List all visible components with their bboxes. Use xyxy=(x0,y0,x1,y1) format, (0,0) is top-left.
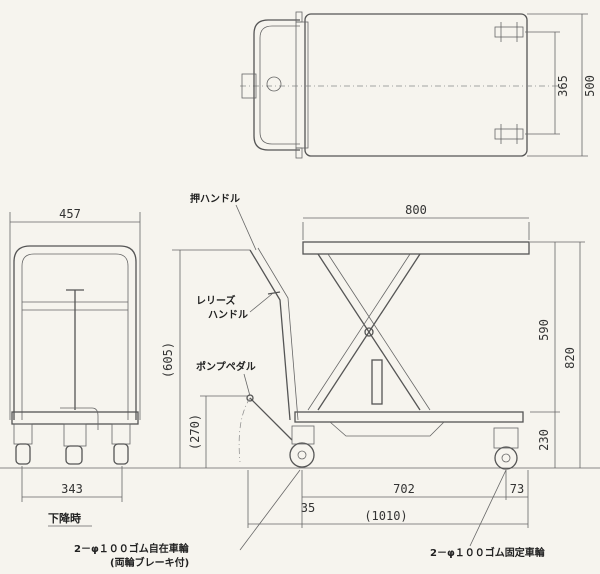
front-caster-mid xyxy=(63,423,87,465)
side-front-wheel xyxy=(289,442,315,468)
dim-35: 35 xyxy=(301,501,315,515)
dim-1010: (1010) xyxy=(364,509,407,523)
top-pedal xyxy=(241,73,257,99)
side-pump-pedal xyxy=(249,397,293,441)
dim-457: 457 xyxy=(59,207,81,221)
side-base-frame xyxy=(294,411,524,423)
top-caster-back xyxy=(295,147,303,159)
top-frame-edge xyxy=(295,21,309,149)
dim-820: 820 xyxy=(563,347,577,369)
top-table-plate xyxy=(304,13,528,157)
label-pump-pedal: ポンプペダル xyxy=(196,360,256,373)
label-release-handle: レリーズ ハンドル xyxy=(196,294,248,321)
side-push-handle xyxy=(249,249,291,421)
dim-270: (270) xyxy=(188,414,202,450)
label-front-caster: 2－φ１００ゴム自在車輪 xyxy=(74,542,190,555)
label-rear-caster: 2－φ１００ゴム固定車輪 xyxy=(430,546,546,559)
scissor-pivot xyxy=(364,327,374,337)
dim-230: 230 xyxy=(537,429,551,451)
top-view: 365 500 xyxy=(240,11,597,159)
dim-343: 343 xyxy=(61,482,83,496)
top-pump-circle xyxy=(266,76,282,92)
dim-73: 73 xyxy=(510,482,524,496)
dim-800: 800 xyxy=(405,203,427,217)
front-handle xyxy=(13,245,137,420)
front-view: 457 343 xyxy=(9,207,141,502)
front-handle-inner xyxy=(21,253,129,420)
dim-605: (605) xyxy=(161,342,175,378)
label-lowered: 下降時 xyxy=(48,511,81,525)
front-caster-right xyxy=(111,423,131,465)
label-push-handle: 押ハンドル xyxy=(190,192,240,205)
label-brake-note: (両輪ブレーキ付) xyxy=(110,556,189,569)
side-rear-wheel xyxy=(494,446,518,470)
dim-500: 500 xyxy=(583,75,597,97)
hydraulic-cylinder xyxy=(371,359,383,405)
top-rear-wheel-2 xyxy=(494,124,524,144)
dim-590: 590 xyxy=(537,319,551,341)
top-caster-front xyxy=(295,11,303,23)
pedal-lowered-arc xyxy=(238,397,251,463)
front-base xyxy=(11,411,139,425)
scissor-arm-2 xyxy=(317,253,421,411)
top-rear-wheel-1 xyxy=(494,22,524,42)
top-handle-inner xyxy=(259,25,300,145)
top-handle xyxy=(253,19,300,151)
side-release-handle xyxy=(267,291,281,295)
callouts: 押ハンドル レリーズ ハンドル ポンプペダル 下降時 2－φ１００ゴム自在車輪 … xyxy=(48,192,546,569)
dim-702: 702 xyxy=(393,482,415,496)
dim-365: 365 xyxy=(556,75,570,97)
side-view: 800 590 820 230 xyxy=(161,203,585,528)
front-caster-left xyxy=(13,423,33,465)
side-table xyxy=(302,241,530,255)
